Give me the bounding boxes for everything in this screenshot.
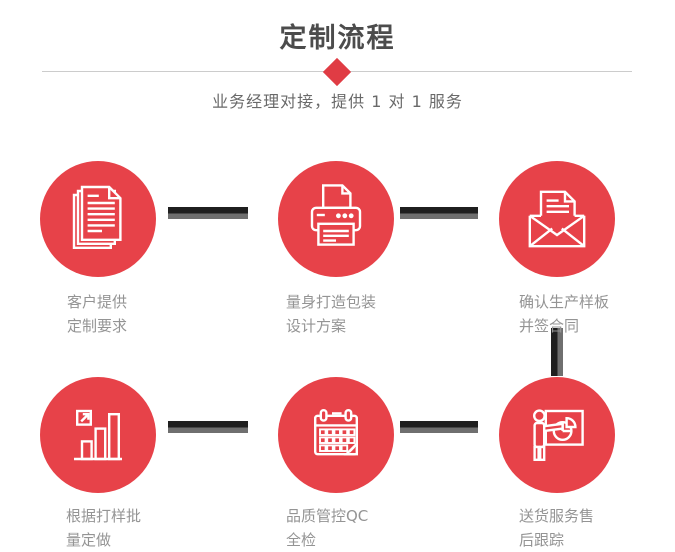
step-circle-qc-inspection xyxy=(278,377,394,493)
step-label-line: 全检 xyxy=(286,531,317,549)
step-label-line: 送货服务售 xyxy=(519,507,595,525)
step-circle-delivery-aftersales xyxy=(499,377,615,493)
step-label-line: 确认生产样板 xyxy=(519,293,610,311)
step-circle-packaging-design xyxy=(278,161,394,277)
step-label-line: 客户提供 xyxy=(67,293,128,311)
connector-bar-4 xyxy=(400,421,478,433)
step-circle-sample-contract xyxy=(499,161,615,277)
bar-chart-icon xyxy=(74,409,122,461)
envelope-icon xyxy=(528,190,586,248)
connector-bar-2 xyxy=(400,207,478,219)
presentation-icon xyxy=(533,409,584,461)
step-label-5: 品质管控QC 全检 xyxy=(286,504,368,552)
step-label-2: 量身打造包装 设计方案 xyxy=(286,290,376,338)
step-label-line: 后跟踪 xyxy=(519,531,565,549)
calendar-icon xyxy=(314,409,358,456)
step-label-3: 确认生产样板 并签合同 xyxy=(519,290,609,338)
connector-bar-vertical xyxy=(551,328,563,376)
step-label-line: 根据打样批 xyxy=(66,507,142,525)
step-label-6: 送货服务售 后跟踪 xyxy=(519,504,594,552)
step-label-line: 并签合同 xyxy=(519,317,580,335)
step-label-line: 设计方案 xyxy=(286,317,347,335)
connector-bar-3 xyxy=(168,421,248,433)
step-label-line: 定制要求 xyxy=(67,317,128,335)
step-label-4: 根据打样批 量定做 xyxy=(66,504,141,552)
printer-icon xyxy=(310,184,362,246)
step-label-line: 量定做 xyxy=(66,531,112,549)
page-title: 定制流程 xyxy=(279,23,396,54)
connector-bar-1 xyxy=(168,207,248,219)
step-label-line: 量身打造包装 xyxy=(286,293,377,311)
diamond-icon xyxy=(322,57,352,87)
step-circle-customer-requirements xyxy=(40,161,156,277)
page-subtitle: 业务经理对接，提供 1 对 1 服务 xyxy=(212,92,463,111)
step-label-line: 品质管控QC xyxy=(286,507,369,525)
step-circle-batch-production xyxy=(40,377,156,493)
documents-icon xyxy=(72,185,122,249)
step-label-1: 客户提供 定制要求 xyxy=(67,290,127,338)
